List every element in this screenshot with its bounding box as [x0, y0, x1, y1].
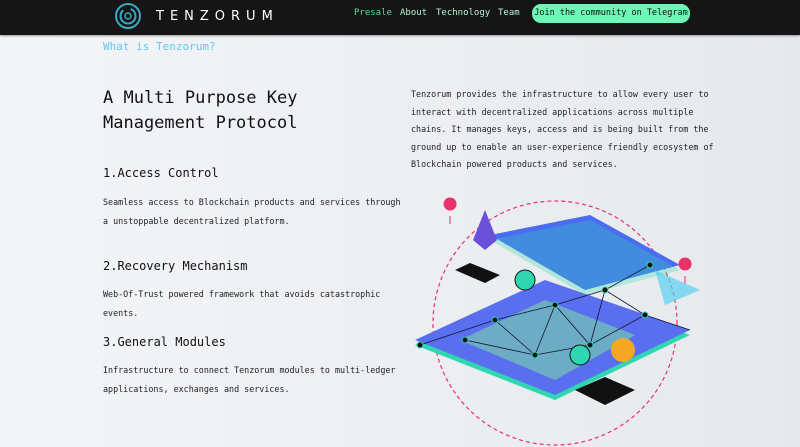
feature-title: 1.Access Control	[103, 166, 219, 180]
nav-technology[interactable]: Technology	[436, 8, 491, 18]
nav-about[interactable]: About	[400, 8, 428, 18]
feature-text: Seamless access to Blockchain products a…	[103, 197, 401, 226]
feature-text: Infrastructure to connect Tenzorum modul…	[103, 365, 396, 394]
feature-title: 3.General Modules	[103, 335, 226, 349]
feature-title: 2.Recovery Mechanism	[103, 259, 248, 273]
page-title: A Multi Purpose Key Management Protocol	[103, 88, 298, 133]
tenzorum-logo-icon[interactable]	[114, 2, 142, 30]
feature-text: Web-Of-Trust powered framework that avoi…	[103, 289, 381, 318]
brand-name[interactable]: TENZORUM	[156, 9, 279, 24]
section-kicker: What is Tenzorum?	[103, 40, 216, 53]
intro-text: Tenzorum provides the infrastructure to …	[411, 89, 714, 169]
nav-presale[interactable]: Presale	[354, 8, 392, 18]
network-illustration	[415, 197, 700, 446]
top-nav: TENZORUM Presale About Technology Team J…	[0, 0, 800, 35]
nav-team[interactable]: Team	[498, 8, 520, 18]
telegram-button[interactable]: Join the community on Telegram	[532, 4, 690, 23]
